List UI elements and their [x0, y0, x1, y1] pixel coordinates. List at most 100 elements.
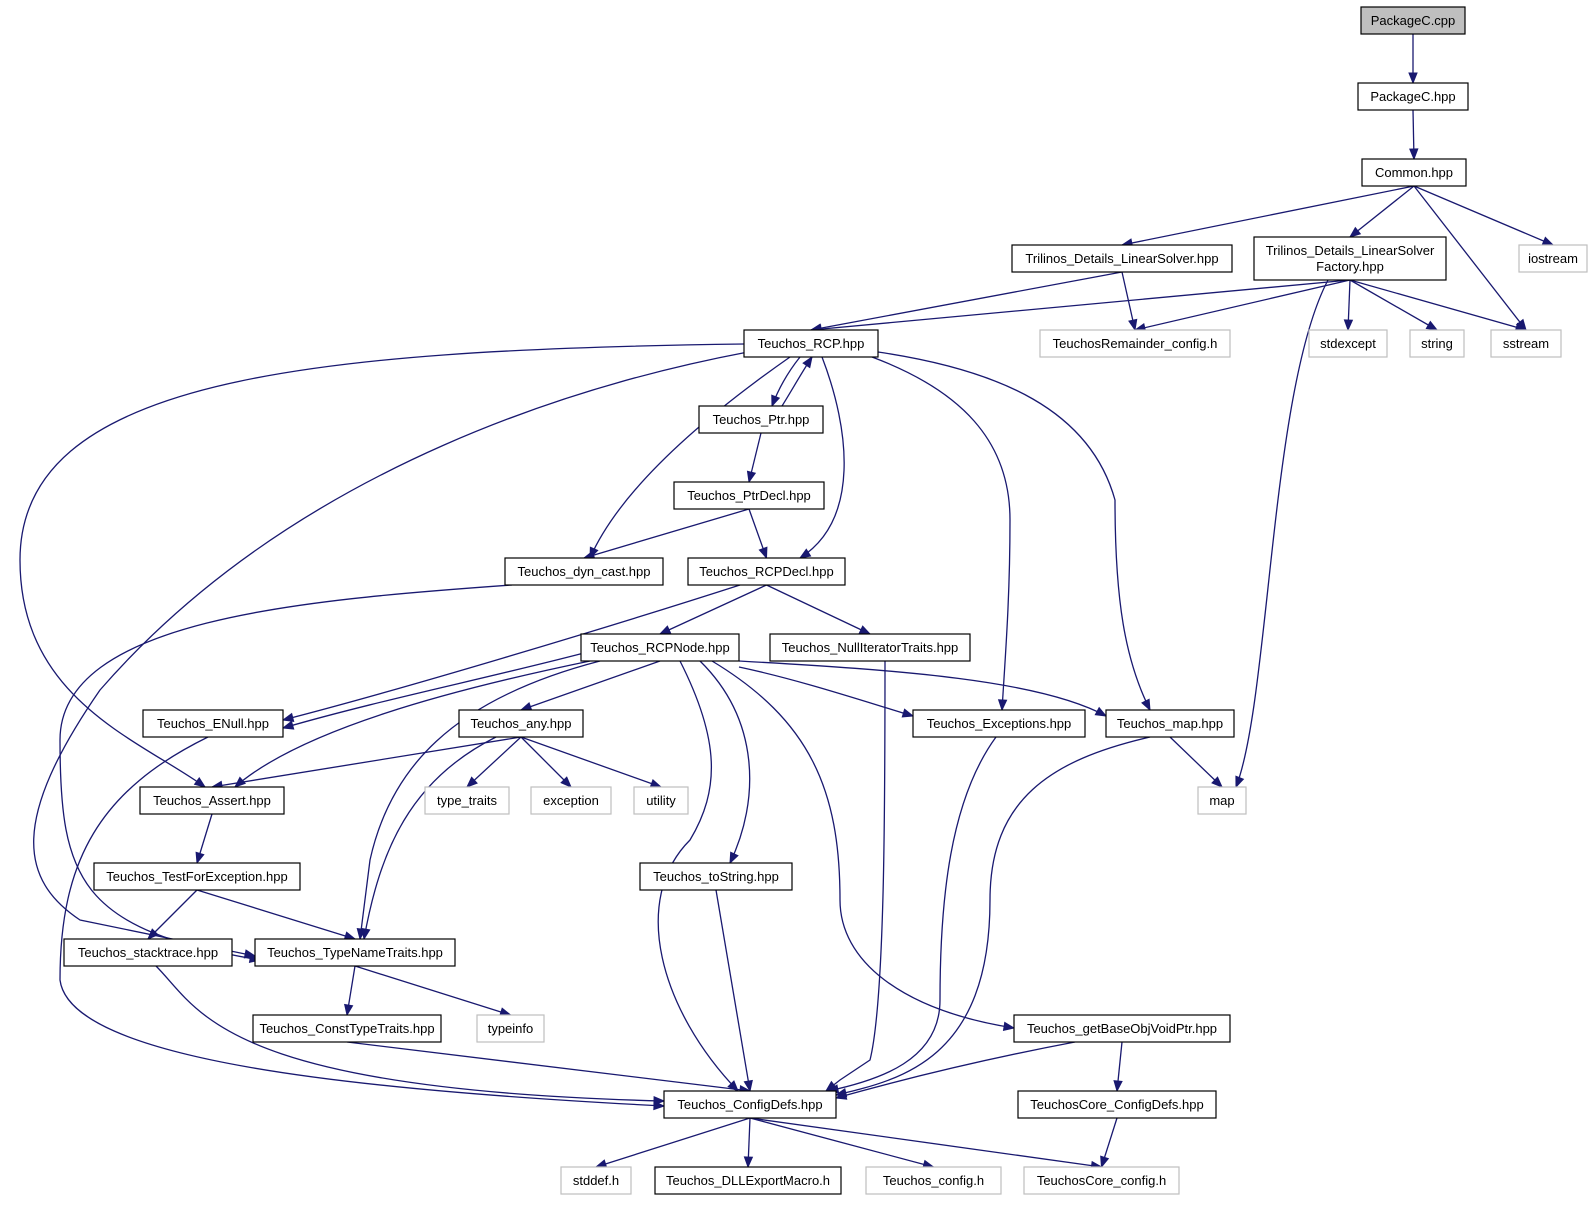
node-packagec-hpp[interactable]: PackageC.hpp [1357, 82, 1469, 111]
node-common-hpp[interactable]: Common.hpp [1361, 158, 1467, 187]
edge-line [738, 660, 1107, 717]
node-box [63, 938, 233, 967]
node-teuchos-rcp-hpp[interactable]: Teuchos_RCP.hpp [743, 329, 879, 358]
arrowhead [1343, 319, 1354, 332]
node-teuchos-enull-hpp[interactable]: Teuchos_ENull.hpp [142, 709, 284, 738]
node-teuchos-assert-hpp[interactable]: Teuchos_Assert.hpp [139, 786, 285, 815]
node-teuchos-rcpdecl-hpp[interactable]: Teuchos_RCPDecl.hpp [687, 557, 846, 586]
arrowhead [858, 625, 872, 635]
node-packagec-cpp[interactable]: PackageC.cpp [1360, 6, 1466, 35]
node-label: string [1421, 336, 1453, 351]
arrowhead [1002, 1021, 1016, 1032]
edge [809, 271, 1123, 333]
node-teuchos-configdefs-hpp[interactable]: Teuchos_ConfigDefs.hpp [663, 1090, 837, 1119]
node-label: Teuchos_RCPNode.hpp [590, 640, 729, 655]
edge-line [657, 660, 739, 1092]
node-stdexcept: stdexcept [1308, 329, 1388, 358]
node-label: Teuchos_ConfigDefs.hpp [677, 1097, 822, 1112]
edge-line [19, 343, 745, 788]
node-box [663, 1090, 837, 1119]
arrowhead [729, 851, 739, 865]
node-box [1011, 244, 1233, 273]
arrowhead [344, 1003, 354, 1017]
node-box [530, 786, 612, 815]
node-label: iostream [1528, 251, 1578, 266]
node-teuchos-typenametraits-hpp[interactable]: Teuchos_TypeNameTraits.hpp [254, 938, 456, 967]
node-teuchos-dllexportmacro-h[interactable]: Teuchos_DLLExportMacro.h [654, 1166, 842, 1195]
arrowhead [1408, 72, 1418, 85]
edge-line [810, 271, 1123, 331]
node-box [639, 862, 793, 891]
node-teuchos-testforexception-hpp[interactable]: Teuchos_TestForException.hpp [93, 862, 301, 891]
node-label: Teuchos_config.h [883, 1173, 984, 1188]
edge-line [799, 356, 845, 559]
node-label: sstream [1503, 336, 1549, 351]
node-box [476, 1014, 545, 1043]
node-label: TeuchosCore_ConfigDefs.hpp [1030, 1097, 1203, 1112]
edge-line [196, 889, 356, 940]
edge-line [282, 584, 741, 721]
node-stddef-h: stddef.h [560, 1166, 632, 1195]
node-label: Teuchos_getBaseObjVoidPtr.hpp [1027, 1021, 1217, 1036]
node-box [673, 481, 825, 510]
node-exception: exception [530, 786, 612, 815]
edge [1343, 279, 1354, 332]
edge [19, 343, 745, 788]
node-teuchos-stacktrace-hpp[interactable]: Teuchos_stacktrace.hpp [63, 938, 233, 967]
arrowhead [834, 1090, 848, 1100]
edge-line [699, 660, 751, 864]
edge-line [363, 736, 497, 940]
node-teuchos-dyn-cast-hpp[interactable]: Teuchos_dyn_cast.hpp [504, 557, 664, 586]
node-string: string [1409, 329, 1465, 358]
node-label: Teuchos_stacktrace.hpp [78, 945, 218, 960]
node-teuchos-exceptions-hpp[interactable]: Teuchos_Exceptions.hpp [912, 709, 1086, 738]
node-teuchos-map-hpp[interactable]: Teuchos_map.hpp [1105, 709, 1235, 738]
node-teuchos-rcpnode-hpp[interactable]: Teuchos_RCPNode.hpp [580, 633, 740, 662]
edge [834, 736, 1151, 1098]
edge-line [1413, 185, 1554, 246]
arrowhead [649, 779, 663, 788]
node-label: Teuchos_RCP.hpp [758, 336, 865, 351]
node-trilinos-details-linearsolver-hpp[interactable]: Trilinos_Details_LinearSolver.hpp [1011, 244, 1233, 273]
edge [1100, 1117, 1118, 1169]
arrowhead [195, 851, 205, 865]
node-teuchoscore-configdefs-hpp[interactable]: TeuchosCore_ConfigDefs.hpp [1017, 1090, 1217, 1119]
edge-line [835, 1041, 1076, 1099]
node-teuchos-ptr-hpp[interactable]: Teuchos_Ptr.hpp [698, 405, 824, 434]
edge-line [1134, 279, 1351, 331]
node-teuchos-nulliteratortraits-hpp[interactable]: Teuchos_NullIteratorTraits.hpp [769, 633, 971, 662]
edge-line [520, 736, 572, 788]
edge [520, 736, 663, 788]
node-teuchos-any-hpp[interactable]: Teuchos_any.hpp [458, 709, 584, 738]
edge-line [155, 965, 665, 1102]
node-teuchos-ptrdecl-hpp[interactable]: Teuchos_PtrDecl.hpp [673, 481, 825, 510]
edge-line [520, 736, 662, 788]
node-teuchos-consttypetraits-hpp[interactable]: Teuchos_ConstTypeTraits.hpp [252, 1014, 442, 1043]
node-teuchos-getbaseobjvoidptr-hpp[interactable]: Teuchos_getBaseObjVoidPtr.hpp [1013, 1014, 1231, 1043]
edge [589, 356, 791, 560]
edge [594, 1117, 751, 1169]
edge [582, 508, 750, 560]
node-box [254, 938, 456, 967]
arrowhead [658, 625, 672, 635]
node-label: map [1209, 793, 1234, 808]
edge-line [871, 356, 1011, 711]
edge-line [1235, 279, 1329, 788]
edge [195, 813, 213, 865]
node-box [1490, 329, 1562, 358]
edge [738, 660, 1108, 717]
edge [196, 889, 357, 941]
edge-line [147, 889, 198, 940]
edge [748, 508, 768, 560]
edge [346, 1041, 752, 1095]
node-box [1253, 236, 1447, 281]
node-teuchos-tostring-hpp[interactable]: Teuchos_toString.hpp [639, 862, 793, 891]
node-box [912, 709, 1086, 738]
arrowhead [193, 777, 207, 788]
node-box [139, 786, 285, 815]
node-label: utility [646, 793, 676, 808]
arrowhead [1425, 320, 1439, 331]
edge-line [659, 584, 767, 635]
node-box [1409, 329, 1465, 358]
